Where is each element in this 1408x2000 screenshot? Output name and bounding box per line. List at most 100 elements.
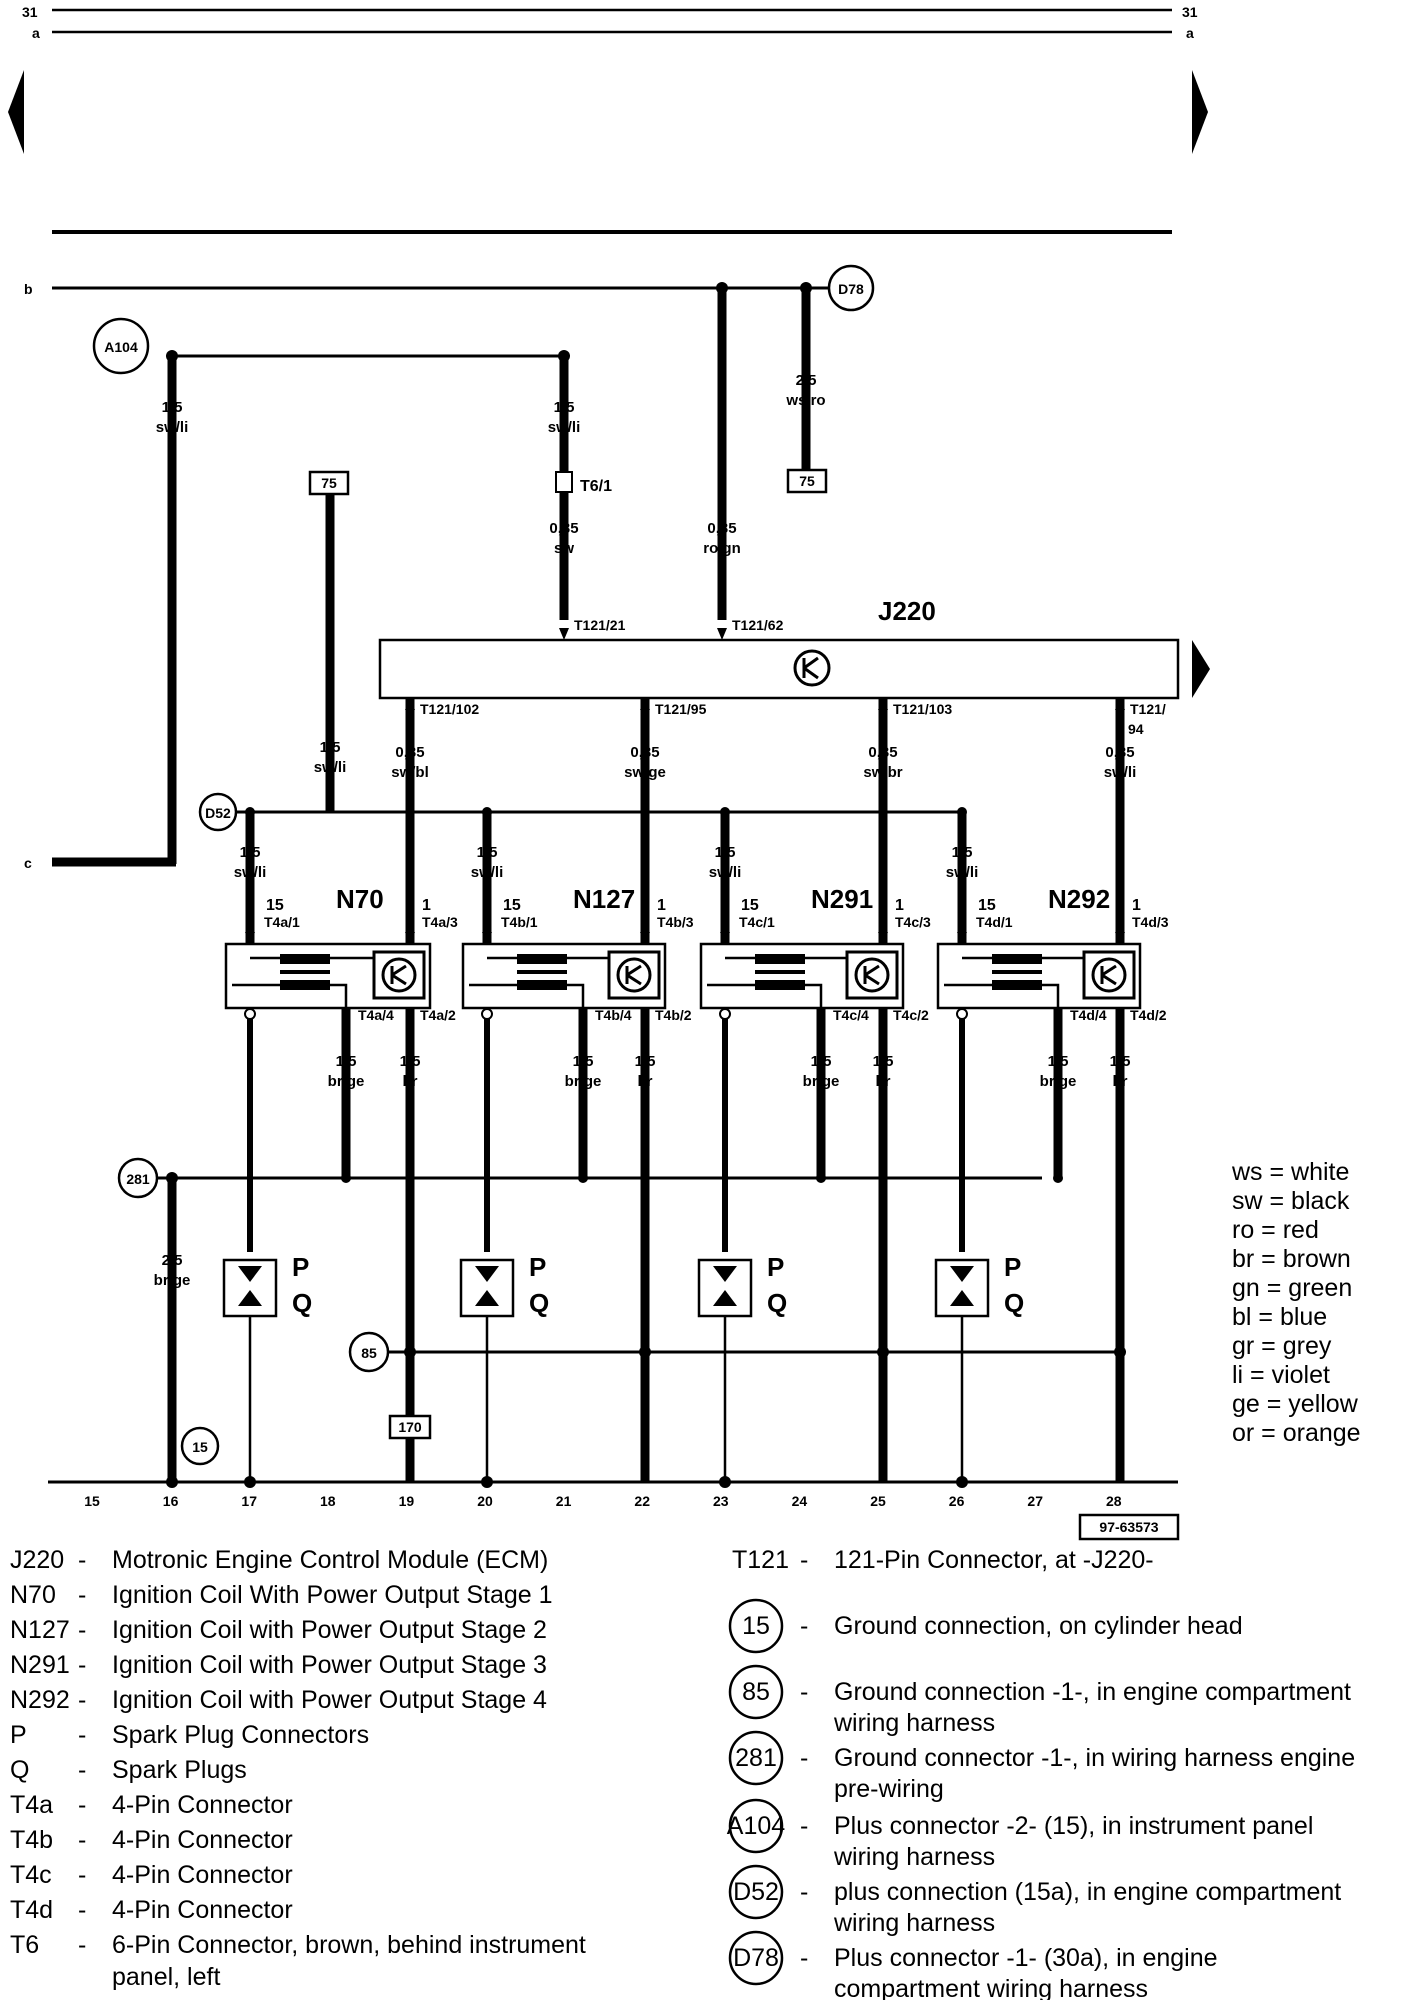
ref-75-left: 75 <box>321 475 337 491</box>
pin-arrow-icon <box>245 932 255 944</box>
ecm-J220: J220 T121/21 T121/62 <box>378 596 1210 700</box>
position-number: 28 <box>1106 1493 1122 1509</box>
pin-arrow-icon <box>1053 1008 1063 1020</box>
ecm-pin-out: T121/103 <box>893 701 952 717</box>
coil-pin1-num: 1 <box>422 897 431 914</box>
wire-br-gauge: 1,5 <box>1110 1053 1131 1070</box>
connector-D52-label: D52 <box>205 805 231 821</box>
coil-section: T121/1020,35sw/bl1,5sw/li15T4a/11T4a/3N7… <box>166 698 1169 1488</box>
legend-sep: - <box>78 1826 86 1854</box>
coil-name: N70 <box>336 884 384 914</box>
legend-text: Ignition Coil with Power Output Stage 3 <box>112 1651 547 1679</box>
legend-text: Motronic Engine Control Module (ECM) <box>112 1546 548 1574</box>
legend-badge-label: 85 <box>742 1678 770 1706</box>
coil-pin15-num: 15 <box>503 897 521 914</box>
pin-arrow-icon <box>405 1008 415 1020</box>
wire-out-color: sw/br <box>863 764 902 781</box>
position-number: 25 <box>870 1493 886 1509</box>
pin-arrow-icon <box>816 1008 826 1020</box>
legend-sep: - <box>78 1861 86 1889</box>
coil-pin15: T4b/1 <box>501 914 538 930</box>
legend-code: T121 <box>732 1546 789 1574</box>
coil-winding-primary <box>992 954 1042 964</box>
wire-281-gauge: 2,5 <box>162 1252 183 1269</box>
wire-out-color: sw/li <box>1104 764 1137 781</box>
position-number: 24 <box>792 1493 808 1509</box>
legend-sep: - <box>78 1686 86 1714</box>
plug-label-p: P <box>1004 1252 1021 1282</box>
legend-code: T6 <box>10 1931 39 1959</box>
junction-dot <box>716 282 728 294</box>
coil-pin4: T4b/4 <box>595 1007 632 1023</box>
wire-a104-right-gauge: 1,5 <box>554 399 575 416</box>
legend-text: 4-Pin Connector <box>112 1861 293 1889</box>
ht-terminal <box>719 1008 731 1020</box>
legend-sep: - <box>78 1931 86 1959</box>
ground-85-label: 85 <box>361 1345 377 1361</box>
pin-arrow-icon <box>559 628 569 640</box>
plug-label-q: Q <box>292 1288 312 1318</box>
wire-out-color: sw/ge <box>624 764 666 781</box>
pin-arrow-icon <box>640 932 650 944</box>
connector-T6-marker <box>555 471 573 493</box>
legend-badge-label: D78 <box>733 1944 779 1972</box>
legend-code: T4b <box>10 1826 53 1854</box>
rail-a-right-label: a <box>1186 25 1194 41</box>
legend-text-cont: wiring harness <box>833 1909 995 1937</box>
legend-sep: - <box>78 1651 86 1679</box>
legend-code: N127 <box>10 1616 70 1644</box>
wire-75-color: sw/li <box>314 759 347 776</box>
connector-T6-label: T6/1 <box>580 478 612 495</box>
color-key-entry: ge = yellow <box>1232 1390 1359 1418</box>
transistor-glyph <box>863 964 880 986</box>
wire-br-ge-color: br/ge <box>1040 1073 1077 1090</box>
legend-text: 4-Pin Connector <box>112 1896 293 1924</box>
plug-label-p: P <box>529 1252 546 1282</box>
ground-281-label: 281 <box>126 1171 150 1187</box>
connector-A104-label: A104 <box>104 339 138 355</box>
wire-br-color: br <box>876 1073 891 1090</box>
ref-75-right-box <box>786 468 828 494</box>
coil-winding-secondary <box>992 980 1042 990</box>
ht-terminal <box>956 1008 968 1020</box>
coil-name: N127 <box>573 884 635 914</box>
coil-pin1: T4b/3 <box>657 914 694 930</box>
position-number: 20 <box>477 1493 493 1509</box>
transistor-icon <box>381 957 417 993</box>
arrow-left-icon <box>8 70 24 154</box>
ecm-pin-21: T121/21 <box>574 617 626 633</box>
pin-arrow-icon <box>720 932 730 944</box>
legend-code: N292 <box>10 1686 70 1714</box>
transistor-icon <box>854 957 890 993</box>
color-key-entry: br = brown <box>1232 1245 1351 1273</box>
coil-pin1: T4c/3 <box>895 914 931 930</box>
color-key-entry: sw = black <box>1232 1187 1350 1215</box>
wire-feed-gauge: 1,5 <box>715 844 736 861</box>
doc-id: 97-63573 <box>1099 1519 1158 1535</box>
wire-feed-gauge: 1,5 <box>952 844 973 861</box>
coil-internal-wire <box>469 983 585 1008</box>
legend-sep: - <box>78 1546 86 1574</box>
pin-arrow-icon <box>578 1008 588 1020</box>
legend-code: N291 <box>10 1651 70 1679</box>
coil-core <box>280 970 330 974</box>
wire-br-ge-color: br/ge <box>328 1073 365 1090</box>
spark-plug-connector-icon <box>238 1266 262 1282</box>
arrow-right-icon <box>1192 70 1208 154</box>
plug-label-q: Q <box>1004 1288 1024 1318</box>
wire-ro-gn-color: ro/gn <box>703 540 741 557</box>
coil-pin2: T4c/2 <box>893 1007 929 1023</box>
wire-br-color: br <box>638 1073 653 1090</box>
wire-ws-ro-color: ws/ro <box>785 392 825 409</box>
transistor-icon <box>1091 957 1127 993</box>
pin-arrow-icon <box>405 932 415 944</box>
legend-badge <box>728 1864 784 1920</box>
wire-feed-gauge: 1,5 <box>240 844 261 861</box>
coil-pin15-num: 15 <box>741 897 759 914</box>
position-number: 16 <box>163 1493 179 1509</box>
wire-br-color: br <box>1113 1073 1128 1090</box>
legend-code: T4c <box>10 1861 52 1889</box>
wire-a104-left-gauge: 1,5 <box>162 399 183 416</box>
